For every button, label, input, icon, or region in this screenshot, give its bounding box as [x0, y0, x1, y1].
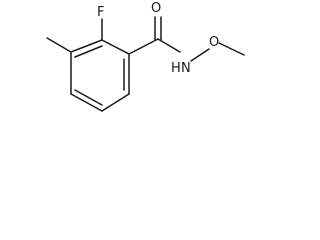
ring-bond-top-right: [101, 39, 130, 55]
ring-inner-bond-bottom-left: [74, 89, 103, 106]
bond-methyl: [46, 37, 72, 53]
bond-carbonyl-nitrogen: [157, 38, 181, 53]
atom-methoxy-oxygen: O: [209, 35, 219, 50]
atom-amide-hydrogen: H: [171, 61, 181, 76]
ring-inner-bond-top-left: [74, 45, 103, 58]
chemical-structure: F O H N O: [46, 1, 245, 112]
ring-bond-bottom-right: [101, 93, 130, 112]
bond-ring-carbonyl: [128, 38, 159, 55]
ring-bond-top-left: [70, 39, 103, 53]
benzene-ring: [70, 39, 130, 112]
atom-carbonyl-oxygen: O: [151, 1, 161, 16]
ring-bond-bottom-left: [70, 93, 103, 112]
bond-nitrogen-oxygen: [190, 48, 210, 62]
atom-amide-nitrogen: N: [181, 61, 191, 76]
atom-fluorine: F: [97, 5, 104, 20]
bond-methoxy-methyl: [218, 42, 245, 56]
